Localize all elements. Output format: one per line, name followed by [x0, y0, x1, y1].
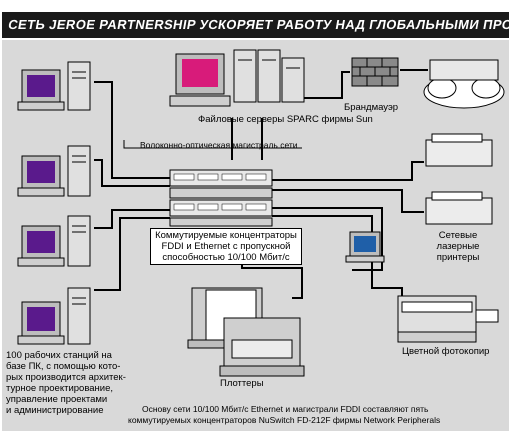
- network-cables: [94, 69, 428, 299]
- workstation-pc-1: [17, 61, 91, 111]
- switching-hub-stack: [169, 169, 273, 227]
- laser-printer-1: [425, 133, 493, 167]
- copier-controller-workstation: [345, 231, 385, 263]
- label-plotters: Плоттеры: [220, 378, 264, 389]
- workstation-pc-2: [17, 145, 91, 197]
- label-printers-line-2: лазерные: [436, 241, 480, 252]
- label-workstations-line-4: турное проектирование,: [6, 383, 114, 394]
- label-workstations-line-3: рых производится архитек-: [6, 372, 126, 383]
- label-workstations-line-6: и администрирование: [6, 405, 104, 416]
- sparc-server-workstation: [169, 53, 231, 107]
- label-fiber-backbone: Волоконно-оптическая магистраль сети: [140, 140, 298, 150]
- internet-cloud-icon: [423, 59, 505, 109]
- label-hubs-line-3: способностью 10/100 Мбит/с: [162, 252, 290, 263]
- label-workstations-line-1: 100 рабочих станций на: [6, 350, 112, 361]
- label-printers-line-3: принтеры: [436, 252, 480, 263]
- workstation-pc-4: [17, 287, 91, 345]
- diagram-canvas: Файловые серверы SPARC фирмы Sun Брандма…: [2, 40, 509, 431]
- sparc-server-towers: [233, 49, 305, 103]
- label-file-servers: Файловые серверы SPARC фирмы Sun: [198, 114, 373, 125]
- diagram-title: СЕТЬ JEROE PARTNERSHIP УСКОРЯЕТ РАБОТУ Н…: [7, 17, 511, 32]
- footer-line-1: Основу сети 10/100 Мбит/с Ethernet и маг…: [142, 404, 429, 414]
- label-hubs-line-1: Коммутируемые концентраторы: [155, 230, 297, 241]
- label-workstations-line-5: управление проектами: [6, 394, 108, 405]
- firewall-icon: [351, 57, 399, 87]
- label-hubs: Коммутируемые концентраторы FDDI и Ether…: [150, 228, 302, 265]
- fiber-backbone-line: [123, 140, 302, 149]
- label-workstations: 100 рабочих станций на базе ПК, с помощь…: [6, 350, 126, 416]
- label-printers-line-1: Сетевые: [438, 230, 478, 241]
- label-network-printers: Сетевые лазерные принтеры: [428, 230, 488, 263]
- laser-printer-2: [425, 191, 493, 225]
- label-workstations-line-2: базе ПК, с помощью кото-: [6, 361, 121, 372]
- label-hubs-line-2: FDDI и Ethernet с пропускной: [161, 241, 291, 252]
- workstation-pc-3: [17, 215, 91, 267]
- plotter-2: [219, 317, 305, 377]
- title-bar: [2, 12, 509, 38]
- footer-line-2: коммутируемых концентраторов NuSwitch FD…: [128, 415, 441, 425]
- label-color-copier: Цветной фотокопир: [402, 346, 490, 357]
- label-firewall: Брандмауэр: [344, 102, 399, 113]
- diagram-graphics: [17, 49, 505, 377]
- color-copier: [397, 295, 499, 343]
